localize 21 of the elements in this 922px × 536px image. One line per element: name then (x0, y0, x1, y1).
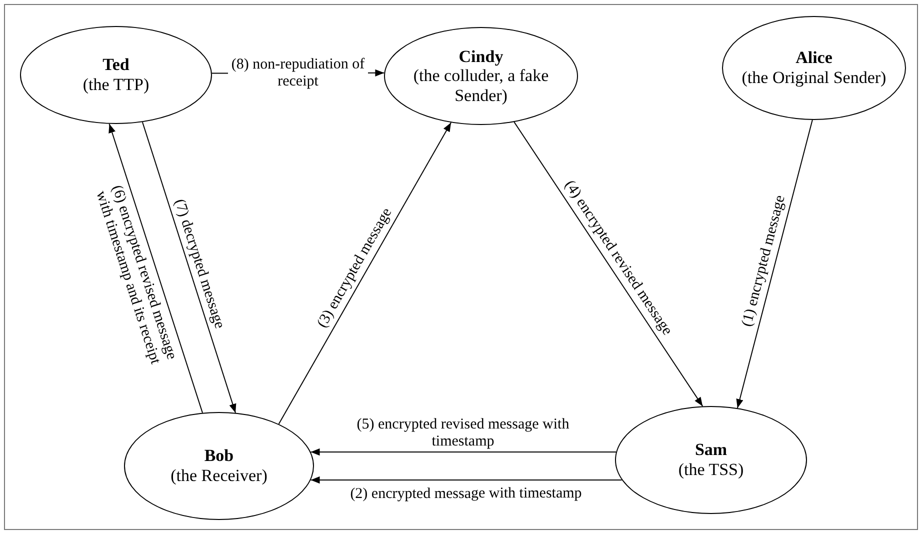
arrow (310, 448, 617, 456)
arrow (310, 476, 622, 484)
node-name: Ted (102, 55, 130, 75)
node-name: Cindy (458, 46, 504, 66)
edge-label: (1) encrypted message (738, 192, 790, 331)
arrow (108, 123, 203, 414)
node-role: (the TSS) (678, 460, 744, 480)
edge-label: (5) encrypted revised message with timestamp (356, 416, 571, 450)
arrow (736, 120, 813, 409)
node-name: Sam (694, 440, 728, 460)
node-role: (the Original Sender) (742, 68, 886, 88)
node-name: Bob (204, 446, 234, 466)
arrow (142, 122, 236, 414)
node-role: (the Receiver) (170, 466, 268, 486)
arrow (514, 122, 704, 407)
node-name: Alice (796, 48, 832, 68)
arrow (278, 122, 452, 425)
edge-label: (8) non-repudiation of receipt (228, 56, 368, 90)
node-role: (the colluder, a fake Sender) (412, 66, 550, 106)
node-role: (the TTP) (82, 75, 150, 95)
edge-label: (2) encrypted message with timestamp (349, 486, 584, 502)
